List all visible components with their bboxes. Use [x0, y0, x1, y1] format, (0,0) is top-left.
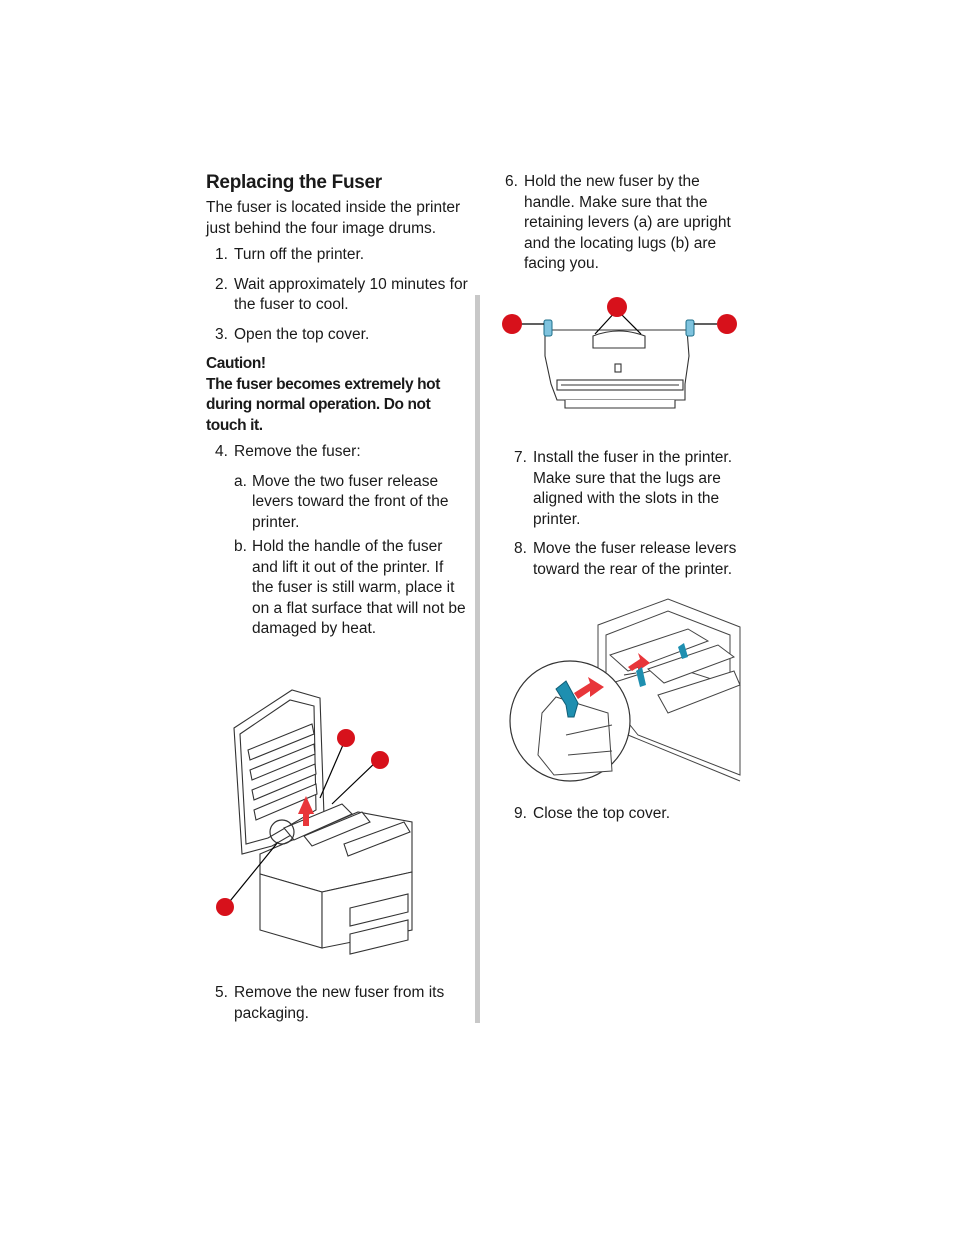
fuser-drawing — [502, 297, 737, 409]
substep-text: Move the two fuser release levers toward… — [252, 472, 449, 531]
fuser-installed-illustration — [508, 585, 742, 785]
step-3: 3. Open the top cover. — [206, 325, 468, 346]
callout-dot — [337, 729, 355, 747]
step-9: 9. Close the top cover. — [505, 804, 750, 825]
callout-dot — [717, 314, 737, 334]
intro-paragraph: The fuser is located inside the printer … — [206, 199, 461, 237]
step-8: 8. Move the fuser release levers toward … — [505, 539, 750, 580]
step-number: 1. — [215, 246, 228, 263]
caution-title: Caution! — [206, 355, 266, 372]
fuser-installed-drawing — [509, 598, 741, 782]
substep-b: b. Hold the handle of the fuser and lift… — [206, 537, 468, 640]
fuser-illustration — [499, 296, 741, 414]
step-5-wrapper: 5. Remove the new fuser from its packagi… — [206, 983, 468, 1033]
right-column: 6. Hold the new fuser by the handle. Mak… — [505, 172, 750, 275]
step-text: Remove the fuser: — [234, 443, 361, 460]
callout-dot — [371, 751, 389, 769]
printer-open-drawing — [216, 689, 413, 955]
callout-dot — [607, 297, 627, 317]
step-text: Remove the new fuser from its packaging. — [234, 984, 445, 1022]
callout-dot — [216, 898, 234, 916]
step-number: 5. — [215, 984, 228, 1001]
step-text: Wait approximately 10 minutes for the fu… — [234, 275, 468, 314]
step-5: 5. Remove the new fuser from its packagi… — [206, 983, 468, 1024]
step-number: 4. — [215, 443, 228, 460]
step-2: 2. Wait approximately 10 minutes for the… — [206, 275, 468, 316]
step-7: 7. Install the fuser in the printer. Mak… — [505, 448, 750, 530]
callout-dot — [502, 314, 522, 334]
step-text: Turn off the printer. — [234, 246, 365, 263]
section-heading: Replacing the Fuser — [206, 172, 382, 193]
step-4: 4. Remove the fuser: — [206, 442, 468, 463]
step-text: Hold the new fuser by the handle. Make s… — [524, 173, 731, 272]
step-number: 7. — [514, 449, 527, 466]
step-text: Close the top cover. — [533, 805, 670, 822]
step-6: 6. Hold the new fuser by the handle. Mak… — [505, 172, 750, 275]
column-divider — [475, 295, 480, 1023]
substep-a: a. Move the two fuser release levers tow… — [206, 472, 468, 534]
step-number: 2. — [215, 275, 228, 293]
step-number: 3. — [215, 325, 228, 343]
step-number: 6. — [505, 173, 518, 190]
substep-text: Hold the handle of the fuser and lift it… — [252, 538, 466, 637]
step-number: 8. — [514, 540, 527, 557]
substep-letter: b. — [234, 538, 247, 555]
step-text: Move the fuser release levers toward the… — [533, 540, 737, 578]
substep-letter: a. — [234, 472, 247, 490]
caution-block: Caution! The fuser becomes extremely hot… — [206, 354, 468, 436]
printer-open-illustration — [212, 686, 422, 964]
right-step-9: 9. Close the top cover. — [505, 804, 750, 834]
left-column: Replacing the Fuser The fuser is located… — [206, 172, 468, 644]
right-steps-7-8: 7. Install the fuser in the printer. Mak… — [505, 448, 750, 589]
caution-text: The fuser becomes extremely hot during n… — [206, 375, 440, 434]
step-number: 9. — [514, 805, 527, 822]
step-text: Install the fuser in the printer. Make s… — [533, 449, 733, 528]
step-text: Open the top cover. — [234, 325, 370, 343]
step-1: 1. Turn off the printer. — [206, 245, 468, 266]
